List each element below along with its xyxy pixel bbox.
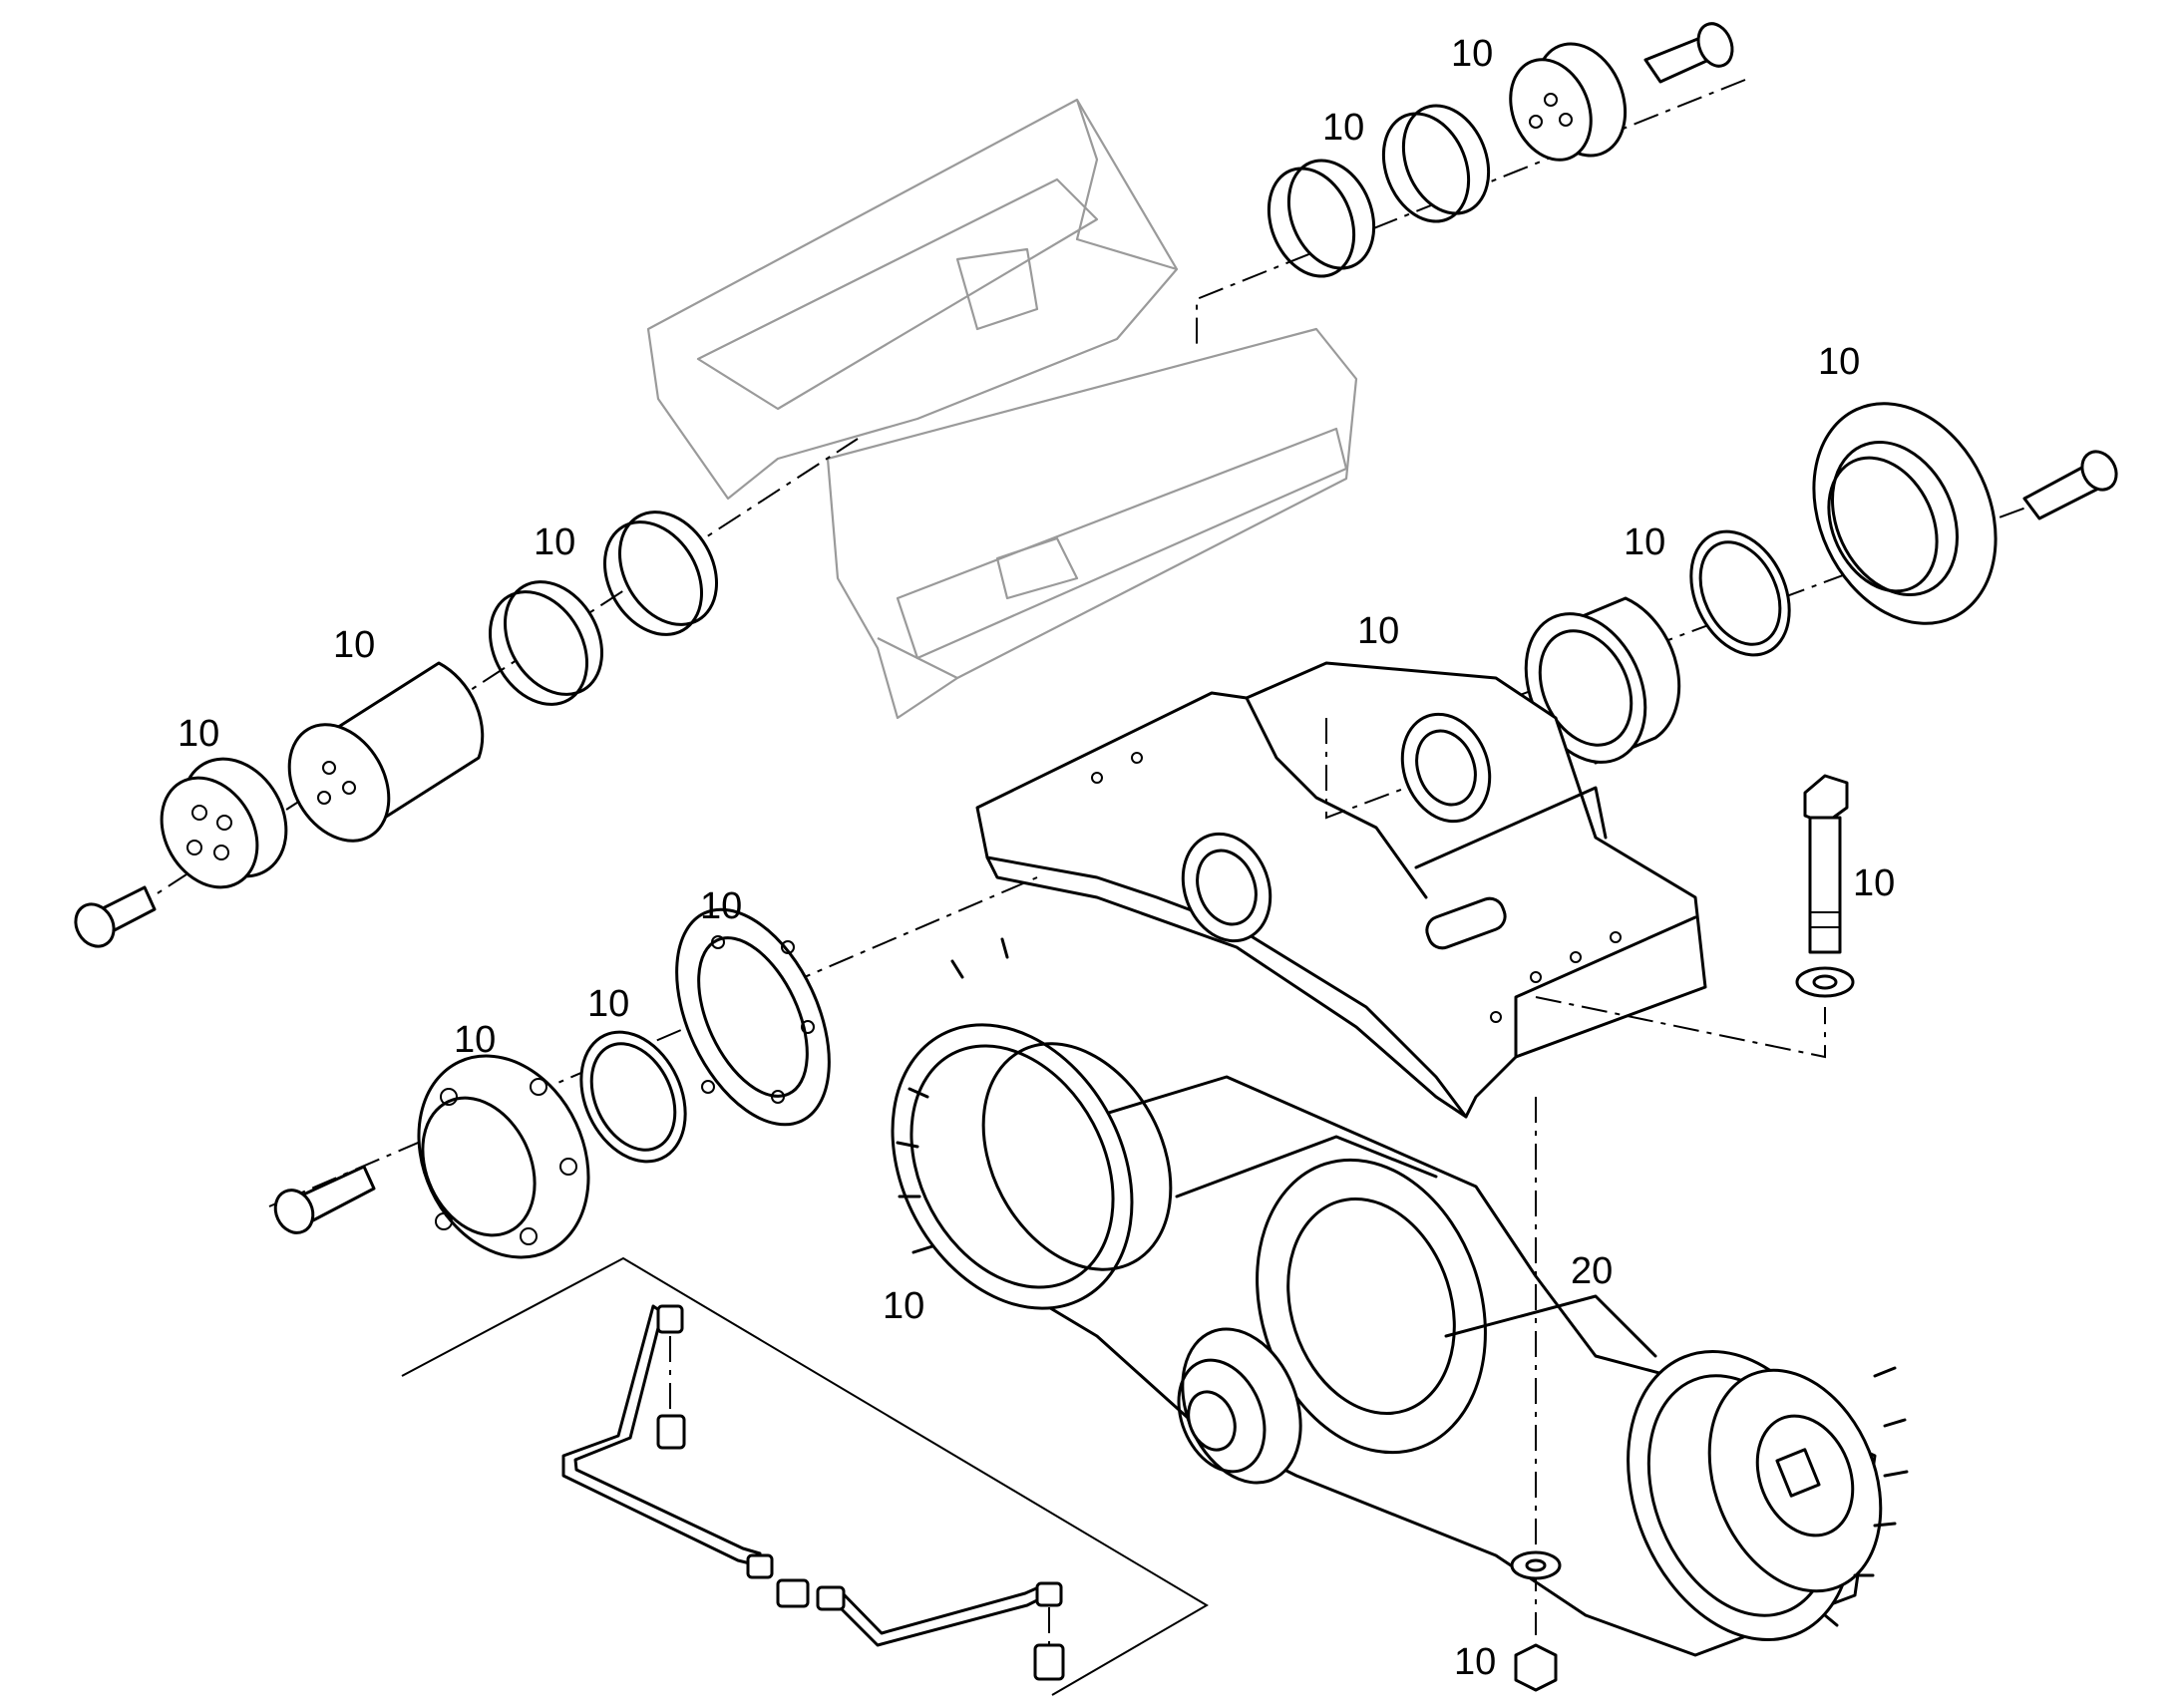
background-frame — [646, 98, 1358, 720]
callout-labels: 10 10 10 10 10 10 10 10 10 10 10 10 10 2… — [178, 33, 1895, 1683]
end-cap-left — [160, 757, 288, 889]
callout-label: 10 — [587, 983, 629, 1025]
end-cap-top — [1509, 42, 1628, 162]
bolt-right — [2022, 450, 2118, 520]
seal-ring-right — [1689, 529, 1791, 657]
callout-label: 10 — [333, 624, 375, 666]
flange-right — [1812, 402, 1998, 625]
bearing-ring-top-1 — [1381, 104, 1491, 223]
bearing-ring-top-2 — [1267, 159, 1376, 278]
wheel-studs-left — [896, 937, 1009, 1254]
seal-ring-lower-left — [579, 1030, 687, 1164]
callout-label: 20 — [1571, 1250, 1613, 1292]
callout-label: 10 — [883, 1285, 924, 1327]
pin-cylinder-left — [287, 661, 485, 843]
bolt-left — [74, 885, 157, 948]
wheel-studs-right — [1823, 1366, 1909, 1627]
callout-label: 10 — [1454, 1641, 1496, 1683]
bearing-ring-left-2 — [603, 511, 718, 636]
gasket-lower-left — [675, 907, 831, 1127]
bolt-lower-left — [273, 1165, 376, 1234]
callout-label: 10 — [534, 521, 575, 563]
callout-label: 10 — [1451, 33, 1493, 75]
callout-label: 10 — [178, 713, 219, 755]
bolt-top-right — [1643, 22, 1734, 84]
callout-label: 10 — [1322, 107, 1364, 149]
lube-line-assembly — [401, 1256, 1209, 1696]
right-bushing-assembly — [1295, 402, 2118, 779]
left-bushing-assembly — [74, 438, 859, 948]
bearing-right — [1524, 596, 1681, 765]
callout-label: 10 — [1624, 521, 1665, 563]
callout-label: 10 — [454, 1019, 496, 1061]
main-bracket — [975, 661, 1707, 1119]
axle-assembly — [891, 937, 1909, 1657]
callout-label: 10 — [1818, 341, 1860, 383]
top-bushing-assembly — [1196, 22, 1746, 349]
vertical-bolt-assembly — [1535, 774, 1855, 1059]
callout-label: 10 — [1357, 610, 1399, 652]
lower-left-flange-assembly — [268, 876, 1038, 1259]
flange-lower-left — [417, 1054, 590, 1259]
callout-label: 10 — [700, 885, 742, 927]
callout-label: 10 — [1853, 862, 1895, 904]
bearing-ring-left-1 — [489, 580, 603, 706]
bottom-fastener-assembly — [1510, 1097, 1562, 1692]
